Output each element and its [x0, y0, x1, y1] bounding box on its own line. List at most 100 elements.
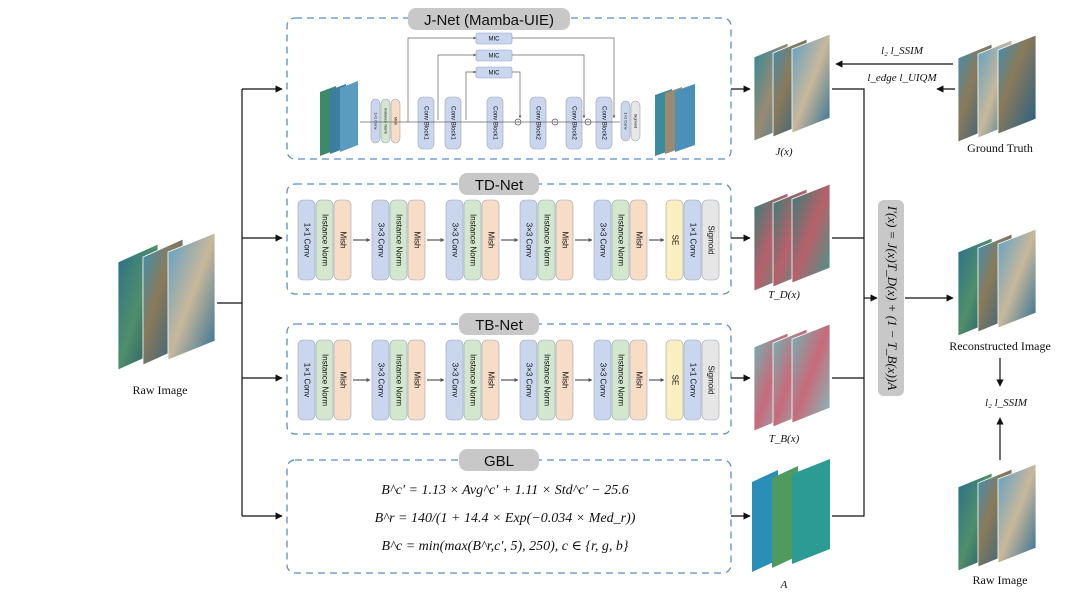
- skip-connection: [465, 70, 477, 120]
- gbl-title-tag: [459, 449, 539, 471]
- mic-block: MIC: [475, 32, 513, 45]
- tb-blocks-block-label: Mish: [486, 372, 495, 389]
- input-branch-lines: [217, 85, 283, 520]
- tb-blocks-block-label: 3×3 Conv: [376, 363, 385, 397]
- mic-block: MIC: [475, 49, 513, 62]
- td-blocks-block: 3×3 Conv: [445, 199, 464, 281]
- td-blocks-block-label: Mish: [338, 232, 347, 249]
- tdx-image-stack: [753, 183, 831, 292]
- td-blocks-block: Mish: [333, 199, 352, 281]
- jnet-conv-block: Conv Block1: [486, 96, 504, 150]
- tb-blocks-block: 3×3 Conv: [519, 339, 538, 421]
- td-blocks-block-label: Mish: [486, 232, 495, 249]
- skip-connection: [407, 36, 477, 122]
- tbnet-title: TB-Net: [475, 317, 523, 334]
- jnet-conv-block: Conv Block2: [595, 96, 613, 150]
- td-blocks-block: 1×1 Conv: [683, 199, 702, 281]
- td-blocks-block-label: Instance Norm: [394, 214, 403, 266]
- skip-connection: [512, 54, 586, 119]
- raw-image-label: Raw Image: [133, 383, 188, 397]
- jnet-conv-block-label: Conv Block1: [422, 106, 428, 140]
- jnet-head-block: Instance Norm: [380, 98, 391, 144]
- tb-blocks-block: Mish: [333, 339, 352, 421]
- jx-label: J(x): [775, 146, 792, 158]
- td-blocks-block: Instance Norm: [463, 199, 482, 281]
- tdnet-title: TD-Net: [475, 177, 524, 194]
- td-blocks-block-label: 3×3 Conv: [524, 223, 533, 257]
- jx-image-stack: [753, 33, 831, 142]
- jnet-conv-block-label: Conv Block1: [449, 106, 455, 140]
- top-loss-line-1: l₂ l_SSIM: [881, 45, 924, 57]
- jnet-conv-block-label: Conv Block2: [570, 106, 576, 140]
- tb-blocks-block: Instance Norm: [315, 339, 334, 421]
- jnet-head-block-label: 1×1 Conv: [373, 112, 378, 129]
- td-blocks-block: Instance Norm: [611, 199, 630, 281]
- td-blocks-block-label: SE: [670, 235, 679, 246]
- jnet-title-tag: [408, 8, 570, 30]
- td-blocks-block: Mish: [481, 199, 500, 281]
- tb-blocks-block: Sigmoid: [701, 339, 720, 421]
- jnet-conv-block: Conv Block2: [565, 96, 583, 150]
- skip-connection: [512, 71, 522, 119]
- reconstructed-image-stack: [957, 228, 1037, 337]
- jnet-head-block-label: Instance Norm: [383, 108, 388, 135]
- ground-truth-image-stack: [957, 34, 1037, 143]
- jnet-head-block-label: Mish: [393, 117, 398, 125]
- raw-image-bottom-label: Raw Image: [973, 573, 1028, 587]
- jnet-conv-block: Conv Block1: [417, 96, 435, 150]
- gbl-formula-1: B^c′ = 1.13 × Avg^c′ + 1.11 × Std^c′ − 2…: [381, 483, 628, 498]
- tb-blocks-block: Mish: [555, 339, 574, 421]
- tb-blocks-block-label: Instance Norm: [542, 354, 551, 406]
- tb-blocks-block: Instance Norm: [537, 339, 556, 421]
- tbnet-network: 1×1 Conv Instance Norm Mish 3×3 Conv Instanc…: [297, 339, 720, 421]
- td-blocks-block: 3×3 Conv: [371, 199, 390, 281]
- tb-blocks-block: Mish: [407, 339, 426, 421]
- jnet-output-image: [655, 84, 695, 156]
- tb-blocks-block-label: SE: [670, 375, 679, 386]
- td-blocks-block: 1×1 Conv: [297, 199, 316, 281]
- td-blocks-block-label: Instance Norm: [616, 214, 625, 266]
- td-blocks-block: Instance Norm: [315, 199, 334, 281]
- jnet-conv-block-label: Conv Block2: [600, 106, 606, 140]
- top-loss-arrows: [835, 60, 955, 93]
- td-blocks-block-label: Instance Norm: [320, 214, 329, 266]
- jnet-tail-block-label: Sigmoid: [633, 114, 638, 128]
- tb-blocks-block: 3×3 Conv: [445, 339, 464, 421]
- gbl-title: GBL: [484, 453, 514, 470]
- td-blocks-block: 3×3 Conv: [519, 199, 538, 281]
- td-blocks-block-label: Mish: [560, 232, 569, 249]
- tbx-image-stack: [753, 323, 831, 432]
- td-blocks-block: Instance Norm: [537, 199, 556, 281]
- mic-label: MIC: [489, 54, 501, 60]
- tdnet-title-tag: [459, 173, 539, 195]
- tbnet-module: TB-Net: [286, 313, 732, 435]
- gbl-formula-3: B^c = min(max(B^r,c′, 5), 250), c ∈ {r, …: [382, 539, 629, 554]
- tb-blocks-block: Mish: [481, 339, 500, 421]
- td-blocks-block-label: Sigmoid: [706, 226, 715, 255]
- mic-label: MIC: [489, 37, 501, 43]
- tb-blocks-block-label: Mish: [412, 372, 421, 389]
- svg-text:+: +: [587, 121, 590, 126]
- tb-blocks-block-label: Instance Norm: [320, 354, 329, 406]
- td-blocks-block: Mish: [555, 199, 574, 281]
- jnet-conv-block: Conv Block1: [444, 96, 462, 150]
- bottom-loss: l₂ l_SSIM: [985, 397, 1028, 409]
- tb-blocks-block: Instance Norm: [389, 339, 408, 421]
- a-image-stack: [752, 459, 830, 572]
- tb-blocks-block: 3×3 Conv: [371, 339, 390, 421]
- tb-blocks-block-label: 1×1 Conv: [302, 363, 311, 397]
- jnet-title: J-Net (Mamba-UIE): [424, 12, 554, 29]
- tdx-label: T_D(x): [768, 289, 800, 301]
- mic-label: MIC: [489, 71, 501, 77]
- td-blocks-block: Mish: [629, 199, 648, 281]
- a-label: A: [780, 579, 788, 591]
- td-blocks-block-label: Instance Norm: [468, 214, 477, 266]
- formula-input-lines: [832, 88, 878, 517]
- tb-blocks-block: Mish: [629, 339, 648, 421]
- jnet-head-block: 1×1 Conv: [370, 98, 381, 144]
- tb-blocks-block-label: Mish: [634, 372, 643, 389]
- td-blocks-block-label: 1×1 Conv: [688, 223, 697, 257]
- skip-connection: [437, 53, 477, 120]
- tb-blocks-block: 1×1 Conv: [297, 339, 316, 421]
- tb-blocks-block-label: Mish: [338, 372, 347, 389]
